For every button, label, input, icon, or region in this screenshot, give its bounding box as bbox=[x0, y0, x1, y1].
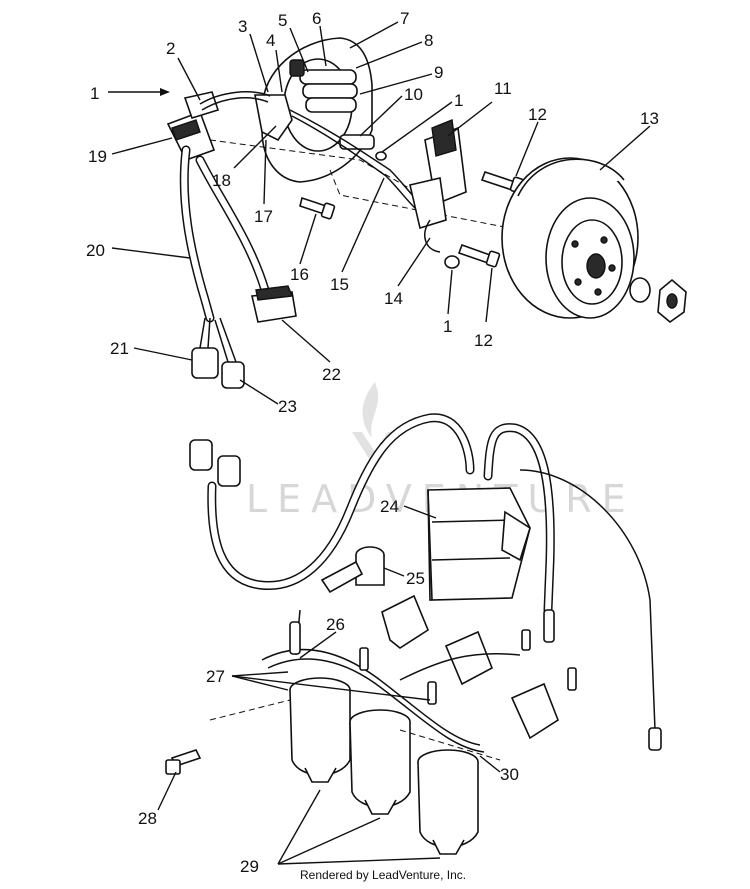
callout-3: 3 bbox=[238, 17, 247, 36]
callout-20: 20 bbox=[86, 241, 105, 260]
coil-wiring bbox=[209, 609, 577, 761]
callout-1-upper: 1 bbox=[454, 91, 463, 110]
ignition-coil-3 bbox=[417, 749, 479, 855]
callout-22: 22 bbox=[322, 365, 341, 384]
leader-lines bbox=[108, 21, 651, 865]
callout-13: 13 bbox=[640, 109, 659, 128]
callout-30: 30 bbox=[500, 765, 519, 784]
callout-8: 8 bbox=[424, 31, 433, 50]
lower-harness bbox=[189, 413, 555, 615]
washer-1-lower bbox=[444, 255, 460, 269]
harness-connector-19 bbox=[166, 91, 220, 161]
callout-26: 26 bbox=[326, 615, 345, 634]
bracket-a bbox=[381, 594, 429, 649]
flywheel-nut bbox=[629, 277, 687, 324]
stator-plate-assembly bbox=[254, 37, 375, 183]
callout-14: 14 bbox=[384, 289, 403, 308]
cdi-box-24 bbox=[427, 469, 662, 751]
callout-21: 21 bbox=[110, 339, 129, 358]
callout-27: 27 bbox=[206, 667, 225, 686]
washer-1-upper bbox=[375, 151, 387, 161]
callout-17: 17 bbox=[254, 207, 273, 226]
callout-12-upper: 12 bbox=[528, 105, 547, 124]
callout-9: 9 bbox=[434, 63, 443, 82]
bracket-c bbox=[510, 682, 559, 740]
callout-15: 15 bbox=[330, 275, 349, 294]
connector-21 bbox=[191, 317, 219, 379]
connector-23 bbox=[214, 317, 245, 389]
callout-5: 5 bbox=[278, 11, 287, 30]
bolt-16 bbox=[299, 196, 336, 220]
callout-16: 16 bbox=[290, 265, 309, 284]
callout-28: 28 bbox=[138, 809, 157, 828]
arrowhead bbox=[160, 88, 170, 96]
callout-19: 19 bbox=[88, 147, 107, 166]
bracket-b bbox=[444, 630, 494, 686]
bolt-12-upper bbox=[480, 170, 525, 194]
callout-29: 29 bbox=[240, 857, 259, 876]
callout-24: 24 bbox=[380, 497, 399, 516]
callout-10: 10 bbox=[404, 85, 423, 104]
callout-25: 25 bbox=[406, 569, 425, 588]
callout-23: 23 bbox=[278, 397, 297, 416]
regulator-11 bbox=[409, 119, 467, 253]
bolt-12-lower bbox=[457, 243, 501, 268]
render-credit: Rendered by LeadVenture, Inc. bbox=[300, 868, 467, 882]
callout-4: 4 bbox=[266, 31, 275, 50]
callout-12-lower: 12 bbox=[474, 331, 493, 350]
callout-18: 18 bbox=[212, 171, 231, 190]
bolt-28 bbox=[165, 749, 202, 775]
callout-6: 6 bbox=[312, 9, 321, 28]
switch-22 bbox=[251, 285, 297, 323]
spark-plug-cap-25 bbox=[320, 546, 385, 594]
callout-2: 2 bbox=[166, 39, 175, 58]
main-harness-20 bbox=[179, 145, 270, 323]
callout-11: 11 bbox=[494, 79, 512, 98]
callout-1: 1 bbox=[90, 84, 99, 103]
ignition-coil-2 bbox=[349, 709, 411, 815]
flywheel-13 bbox=[501, 157, 639, 319]
ignition-coil-1 bbox=[289, 677, 351, 783]
callouts: 1 2 3 4 5 6 7 8 9 10 1 11 12 13 19 18 17… bbox=[86, 9, 659, 876]
callout-7: 7 bbox=[400, 9, 409, 28]
callout-1-lower: 1 bbox=[443, 317, 452, 336]
